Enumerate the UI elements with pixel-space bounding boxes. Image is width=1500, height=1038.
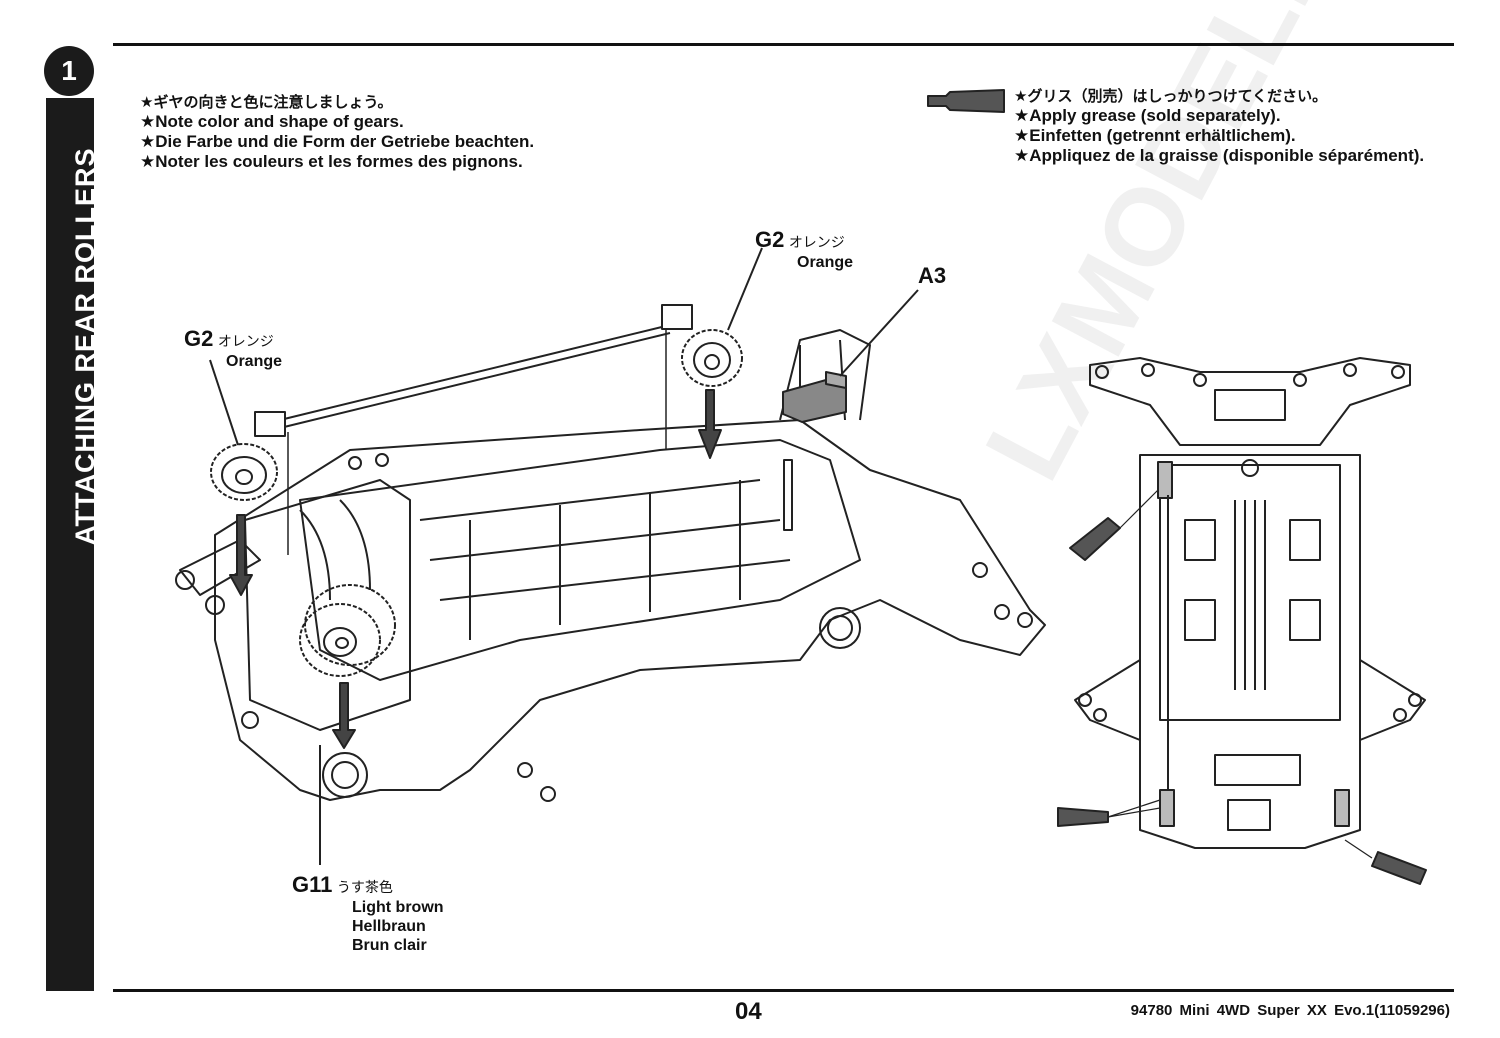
grease-pointer-lines [1107, 489, 1373, 859]
guide-lines [287, 328, 667, 555]
step-number-badge: 1 [44, 46, 94, 96]
side-title-bar [46, 98, 94, 991]
part-color-en: Orange [226, 353, 283, 370]
g11-gear [299, 584, 396, 865]
part-code: G2 [755, 227, 785, 252]
page-number: 04 [735, 998, 762, 1025]
top-rule [113, 43, 1454, 46]
part-color-en: Orange [797, 254, 854, 271]
grease-note-jp: ★グリス（別売）はしっかりつけてください。 [1014, 87, 1328, 105]
part-color-jp: オレンジ [217, 334, 274, 350]
gear-note-fr: ★Noter les couleurs et les formes des pi… [140, 152, 523, 171]
callout-a3: A3 [918, 263, 946, 289]
grease-notes: ★グリス（別売）はしっかりつけてください。 ★Apply grease (sol… [1014, 86, 1424, 166]
gear-notes: ★ギヤの向きと色に注意しましょう。 ★Note color and shape … [140, 92, 534, 172]
callout-g2-left: G2 オレンジ Orange [184, 326, 282, 371]
propeller-shaft [254, 304, 693, 437]
part-code: G2 [184, 326, 214, 351]
part-code: G11 [292, 872, 333, 897]
chassis-top-view [1074, 357, 1426, 849]
grease-tube-icon [927, 89, 1005, 113]
callout-g2-right: G2 オレンジ Orange [755, 227, 853, 272]
callout-g11: G11 うす茶色 Light brown Hellbraun Brun clai… [292, 872, 444, 955]
gear-note-jp: ★ギヤの向きと色に注意しましょう。 [140, 93, 393, 111]
a3-part [782, 289, 919, 423]
part-color-jp: うす茶色 [336, 880, 393, 896]
bottom-rule [113, 989, 1454, 992]
gear-note-de: ★Die Farbe und die Form der Getriebe bea… [140, 132, 535, 151]
grease-note-en: ★Apply grease (sold separately). [1014, 106, 1281, 125]
part-color-en: Light brown [352, 899, 444, 916]
grease-tubes [1057, 517, 1427, 885]
part-color-de: Hellbraun [352, 918, 426, 935]
part-color-fr: Brun clair [352, 937, 427, 954]
g2-gear-right [681, 247, 763, 387]
product-code: 94780 Mini 4WD Super XX Evo.1(11059296) [1130, 1002, 1450, 1019]
g2-gear-left [209, 359, 278, 501]
grease-note-fr: ★Appliquez de la graisse (disponible sép… [1014, 146, 1425, 165]
part-code: A3 [918, 263, 947, 288]
assembly-arrows [229, 389, 793, 749]
chassis-perspective [175, 329, 1046, 802]
grease-note-de: ★Einfetten (getrennt erhältlichem). [1014, 126, 1296, 145]
part-color-jp: オレンジ [788, 235, 845, 251]
gear-note-en: ★Note color and shape of gears. [140, 112, 404, 131]
